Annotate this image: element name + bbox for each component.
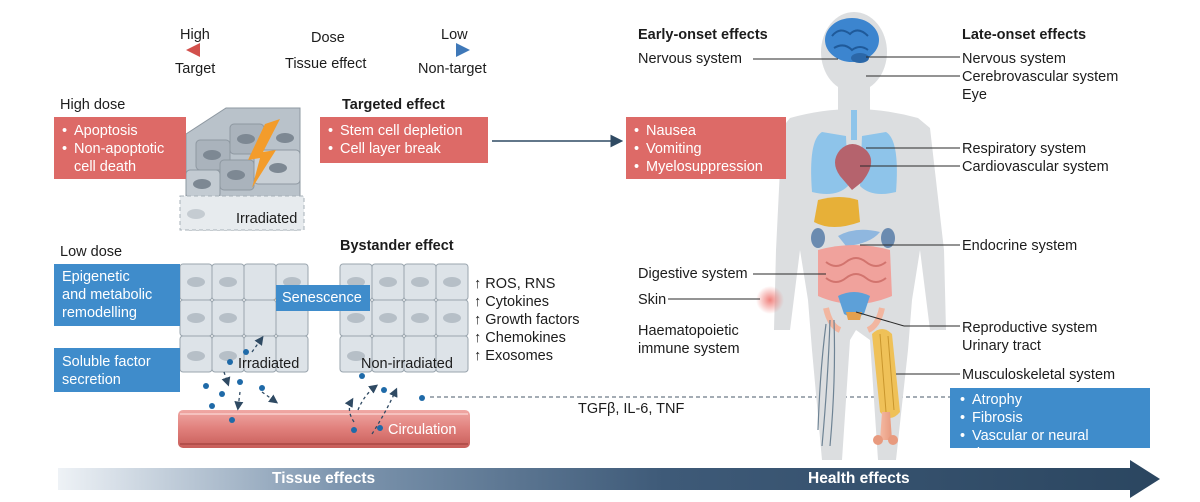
pelvis-bone	[823, 307, 885, 333]
late-outcomes-box: Atrophy Fibrosis Vascular or neural dama…	[950, 388, 1150, 462]
irradiated-low-label: Irradiated	[238, 356, 300, 372]
tissue-effects-label: Tissue effects	[272, 470, 376, 487]
digestive-label: Digestive system	[638, 266, 748, 282]
cardiovascular-label: Cardiovascular system	[962, 159, 1109, 175]
haematopoietic-line: immune system	[638, 341, 740, 357]
dose-label: Dose	[311, 30, 345, 46]
signal-molecules-label: TGFβ, IL-6, TNF	[578, 401, 685, 417]
effect-item: Apoptosis	[60, 122, 180, 140]
late-onset-title: Late-onset effects	[962, 27, 1087, 43]
soluble-line: Soluble factor	[62, 354, 151, 370]
senescence-box: Senescence	[276, 285, 370, 311]
leg-nerve	[817, 319, 836, 447]
progress-arrow	[58, 460, 1160, 498]
haematopoietic-label: Haematopoietic immune system	[638, 322, 740, 358]
low-dose-label: Low dose	[60, 244, 123, 260]
factor-item: ↑ Growth factors	[474, 312, 580, 328]
endocrine-label: Endocrine system	[962, 238, 1078, 254]
liver-organ	[814, 197, 860, 227]
pancreas-organ	[838, 229, 880, 246]
health-effects-label: Health effects	[808, 470, 910, 487]
outcome-item: Atrophy	[958, 391, 1142, 409]
effect-item: Non-apoptotic	[60, 140, 180, 158]
lungs-organ	[811, 110, 897, 194]
skin-spot	[756, 286, 784, 314]
blood-vessel	[178, 410, 470, 448]
high-dose-effects-box: Apoptosis Non-apoptotic cell death	[54, 117, 186, 179]
circulation-label: Circulation	[388, 422, 457, 438]
targeted-effect-box: Stem cell depletion Cell layer break	[320, 117, 488, 163]
leg-bone	[873, 412, 898, 445]
respiratory-label: Respiratory system	[962, 141, 1087, 157]
factor-item: ↑ ROS, RNS	[474, 276, 556, 292]
factor-item: ↑ Chemokines	[474, 330, 566, 346]
dose-gradient-arrow	[186, 43, 470, 57]
target-label: Target	[175, 61, 216, 77]
targeted-item: Stem cell depletion	[326, 122, 482, 140]
targeted-item: Cell layer break	[326, 140, 482, 158]
epigenetic-line: Epigenetic	[62, 269, 130, 285]
late-nervous-label: Nervous system	[962, 51, 1066, 67]
symptom-item: Vomiting	[632, 140, 780, 158]
symptom-item: Nausea	[632, 122, 780, 140]
outcome-item: Fibrosis	[958, 409, 1142, 427]
bystander-effect-title: Bystander effect	[340, 238, 454, 254]
bladder-organ	[838, 292, 870, 320]
effect-item-continuation: cell death	[74, 159, 137, 175]
early-symptoms-box: Nausea Vomiting Myelosuppression	[626, 117, 786, 179]
outcome-item: Vascular or neural damage	[958, 427, 1142, 463]
reproductive-label: Reproductive system	[962, 320, 1098, 336]
factor-item: ↑ Cytokines	[474, 294, 549, 310]
early-nervous-label: Nervous system	[638, 51, 742, 67]
soluble-factor-box: Soluble factor secretion	[54, 348, 180, 392]
symptom-item: Myelosuppression	[632, 158, 780, 176]
dose-low-label: Low	[441, 27, 468, 43]
senescence-label: Senescence	[282, 290, 362, 306]
non-irradiated-label: Non-irradiated	[361, 356, 453, 372]
leader-lines	[668, 56, 960, 375]
haematopoietic-line: Haematopoietic	[638, 323, 739, 339]
tissue-effect-label: Tissue effect	[285, 56, 367, 72]
epigenetic-line: and metabolic	[62, 287, 153, 303]
targeted-effect-title: Targeted effect	[342, 97, 445, 113]
heart-organ	[835, 144, 872, 190]
brain-organ	[825, 18, 879, 63]
dose-high-label: High	[180, 27, 210, 43]
non-target-label: Non-target	[418, 61, 487, 77]
lightning-bolt-icon	[248, 119, 280, 188]
musculoskeletal-label: Musculoskeletal system	[962, 367, 1116, 383]
leg-muscle	[872, 329, 900, 418]
signal-molecules	[203, 349, 425, 433]
skin-label: Skin	[638, 292, 667, 308]
high-dose-label: High dose	[60, 97, 126, 113]
epigenetic-box: Epigenetic and metabolic remodelling	[54, 264, 180, 326]
bystander-factor-list: ↑ ROS, RNS ↑ Cytokines ↑ Growth factors …	[474, 275, 580, 365]
intestines-organ	[818, 245, 892, 304]
eye-label: Eye	[962, 87, 987, 103]
factor-item: ↑ Exosomes	[474, 348, 553, 364]
irradiated-label: Irradiated	[236, 211, 298, 227]
cerebrovascular-label: Cerebrovascular system	[962, 69, 1119, 85]
epigenetic-line: remodelling	[62, 305, 137, 321]
kidney-organ	[811, 228, 895, 248]
urinary-label: Urinary tract	[962, 338, 1041, 354]
early-onset-title: Early-onset effects	[638, 27, 768, 43]
soluble-line: secretion	[62, 372, 121, 388]
